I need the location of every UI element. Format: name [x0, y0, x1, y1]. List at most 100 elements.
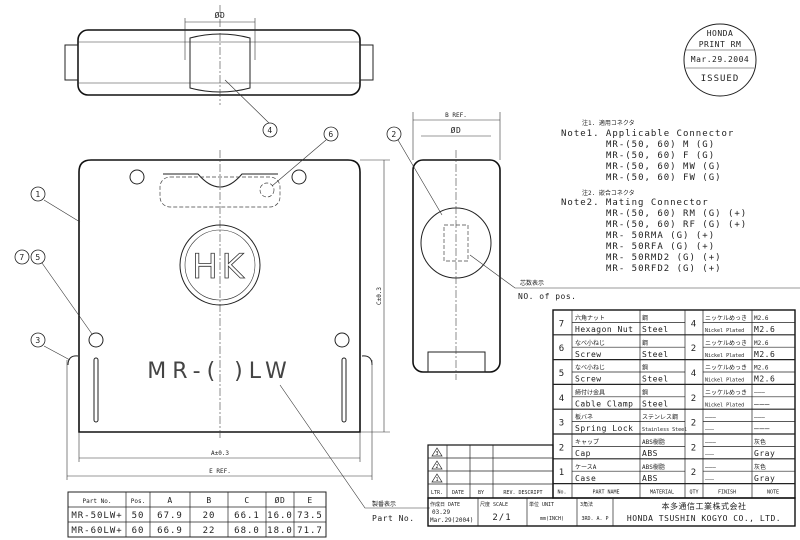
- revision-header-ltr: LTR.: [431, 490, 443, 496]
- note: ———: [754, 424, 770, 433]
- note: ———: [754, 399, 770, 408]
- callout-circle: [30, 332, 46, 348]
- logo-text: HK: [192, 247, 248, 287]
- scale-value: 2/1: [492, 513, 511, 523]
- quantity: 2: [691, 468, 697, 478]
- callout-number: 2: [391, 130, 396, 139]
- unit-label: 単位 UNIT: [529, 501, 554, 508]
- dim-header: A: [167, 496, 172, 505]
- part-name: Cable Clamp: [575, 399, 633, 408]
- hex-nut-icon: [88, 332, 104, 348]
- dim-od-side: ØD: [451, 125, 462, 135]
- dim-e: E REF.: [209, 468, 231, 475]
- product-marking: MR-( )LW: [147, 359, 292, 384]
- notes: 注1. 適用コネクタ Note1. Applicable Connector M…: [561, 119, 747, 274]
- part-number: 2: [559, 443, 565, 453]
- quantity: 4: [691, 319, 697, 329]
- note2-items: MR-(50, 60) RM (G) (+)MR-(50, 60) RF (G)…: [606, 209, 747, 274]
- hk-logo: HK: [179, 224, 261, 306]
- note2-item: MR-(50, 60) RM (G) (+): [606, 209, 747, 219]
- callout-circle: [14, 249, 30, 265]
- part-name: Cap: [575, 449, 591, 458]
- dim-cell: 22: [203, 526, 216, 536]
- dim-b: B REF.: [445, 112, 467, 119]
- material: ABS: [642, 449, 658, 458]
- note: Gray: [754, 449, 775, 458]
- parts-header-name: PART NAME: [592, 490, 619, 496]
- part-name: Case: [575, 474, 596, 483]
- front-view: HK MR-( )LW C±0.3 A±0.3 E REF.: [66, 150, 390, 480]
- callout-3: 3: [30, 332, 46, 348]
- note2-title: Note2. Mating Connector: [561, 198, 709, 208]
- dim-a: A±0.3: [211, 450, 229, 457]
- stamp-line1: HONDA: [707, 29, 734, 38]
- note-jp: M2.6: [754, 340, 769, 347]
- callout-5: 5: [30, 249, 46, 265]
- note-jp: 灰色: [754, 463, 766, 471]
- note-jp: ———: [754, 389, 765, 396]
- parts-header-no: No.: [557, 490, 566, 496]
- partno-label: Part No.: [372, 514, 415, 523]
- dim-header: C: [244, 496, 249, 505]
- leader-lines: [41, 79, 800, 509]
- dim-cell: 60: [132, 526, 145, 536]
- callout-4: 4: [262, 122, 278, 138]
- part-number: 6: [559, 344, 565, 354]
- finish-jp: ———: [705, 414, 716, 421]
- note-jp: M2.6: [754, 365, 769, 372]
- part-number: 3: [559, 419, 565, 429]
- quantity: 2: [691, 394, 697, 404]
- scale-label: 尺度 SCALE: [480, 501, 508, 508]
- finish: ———: [705, 477, 715, 483]
- note: M2.6: [754, 350, 775, 359]
- revision-letter: 3: [435, 451, 438, 457]
- revision-letter: 2: [435, 464, 438, 470]
- callout-number: 5: [35, 253, 40, 262]
- callout-circle: [30, 186, 46, 202]
- finish-jp: ニッケルめっき: [705, 389, 747, 396]
- material-jp: 鋼: [642, 388, 648, 396]
- note-jp: 灰色: [754, 438, 766, 446]
- note2-jp: 注2. 嵌合コネクタ: [582, 189, 635, 197]
- material-jp: ABS樹脂: [642, 463, 665, 471]
- dim-cell: 50: [132, 511, 145, 521]
- dim-cell: 66.9: [157, 526, 183, 536]
- finish-jp: ニッケルめっき: [705, 315, 747, 322]
- dim-cell: 66.1: [234, 511, 260, 521]
- dim-cell: 68.0: [234, 526, 260, 536]
- dim-c: C±0.3: [376, 287, 383, 305]
- callout-2: 2: [386, 126, 402, 142]
- part-name-jp: ケースA: [575, 464, 597, 471]
- callout-circle: [386, 126, 402, 142]
- material: ABS: [642, 474, 658, 483]
- note: Gray: [754, 474, 775, 483]
- note2-item: MR- 50RMA (G) (+): [606, 231, 715, 241]
- dim-cell: 20: [203, 511, 216, 521]
- finish-jp: ———: [705, 464, 716, 471]
- revision-triangle-icon: [431, 473, 443, 483]
- note: M2.6: [754, 375, 775, 384]
- dim-header: Pos.: [131, 498, 145, 505]
- finish-jp: ———: [705, 439, 716, 446]
- part-number: 7: [559, 319, 565, 329]
- callout-circle: [30, 249, 46, 265]
- material-jp: ステンレス鋼: [642, 413, 678, 421]
- part-name-jp: 板バネ: [575, 413, 593, 421]
- callout-number: 3: [35, 336, 40, 345]
- material: Steel: [642, 375, 669, 384]
- material: Steel: [642, 350, 669, 359]
- table-border: [427, 497, 796, 527]
- revision-triangle-icon: [431, 460, 443, 470]
- quantity: 2: [691, 344, 697, 354]
- parts-header-finish: FINISH: [718, 490, 736, 496]
- side-view: B REF. ØD: [412, 112, 501, 380]
- revision-triangle-icon: [431, 447, 443, 457]
- dim-cell: MR-60LW+: [71, 526, 122, 536]
- note1-items: MR-(50, 60) M (G)MR-(50, 60) F (G)MR-(50…: [606, 140, 721, 183]
